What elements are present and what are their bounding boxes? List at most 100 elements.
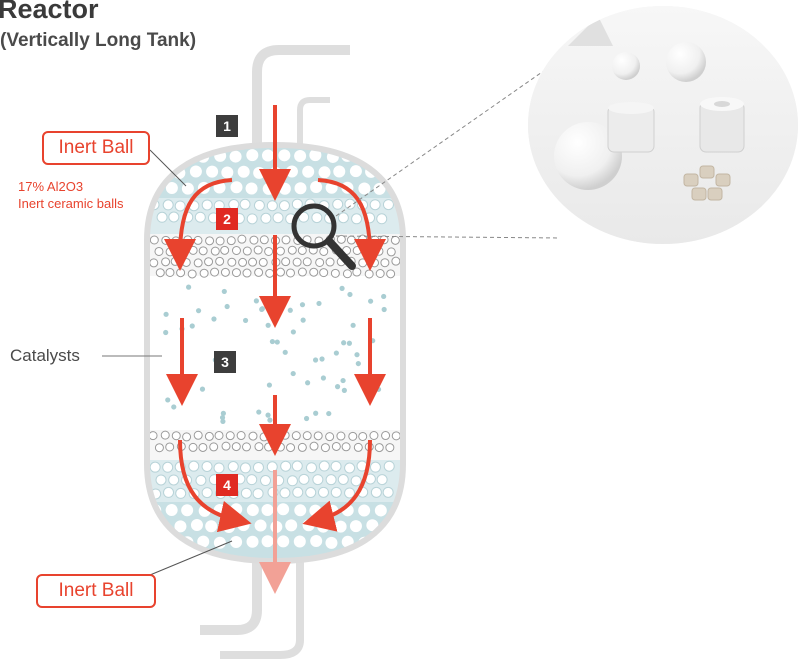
small-ceramic-ball [309, 441, 319, 451]
small-ceramic-ball [155, 268, 165, 278]
inert-ball [266, 461, 278, 473]
inert-ball [318, 166, 331, 179]
inert-ball [376, 474, 388, 486]
small-ceramic-ball [193, 235, 203, 245]
catalyst-particle [211, 316, 217, 322]
catalyst-particle [312, 357, 319, 363]
small-ceramic-ball [281, 257, 291, 267]
ceramic-balls-illustration [528, 6, 798, 244]
small-ceramic-ball [236, 431, 246, 441]
small-ceramic-ball [348, 431, 358, 441]
small-ceramic-ball [325, 432, 335, 442]
small-ceramic-ball [193, 430, 203, 440]
small-ceramic-ball [370, 235, 380, 245]
inert-ball [174, 520, 187, 533]
small-ceramic-ball [254, 442, 264, 452]
catalyst-particle [180, 389, 186, 396]
inert-ball [213, 536, 226, 549]
small-ceramic-ball [292, 257, 302, 267]
inert-ball [168, 211, 180, 223]
small-ceramic-ball [259, 432, 269, 442]
small-ceramic-ball [309, 267, 319, 277]
small-ceramic-ball [286, 443, 296, 453]
small-ceramic-ball [225, 431, 235, 441]
catalyst-particle [326, 410, 332, 417]
catalyst-particle [303, 415, 310, 422]
inert-ball [190, 519, 203, 532]
inert-ball [309, 504, 322, 517]
catalyst-particle [347, 291, 353, 298]
inert-ball [201, 199, 213, 211]
catalyst-particle [266, 382, 273, 388]
catalyst-particle [265, 412, 271, 418]
catalyst-particle [163, 329, 169, 336]
inert-ball [165, 149, 178, 162]
small-ceramic-ball [386, 269, 396, 279]
small-ceramic-ball [210, 246, 220, 256]
inert-ball [252, 488, 264, 500]
inert-ball [227, 460, 239, 472]
inert-ball [253, 166, 266, 179]
inert-ball-note-line1: 17% Al2O3 [18, 179, 84, 194]
small-ceramic-ball [297, 442, 307, 452]
inert-ball [245, 182, 258, 195]
catalysts-label: Catalysts [10, 346, 80, 365]
inert-ball [337, 212, 349, 224]
inert-ball [312, 474, 324, 486]
inert-ball [350, 475, 362, 487]
small-ceramic-ball [313, 431, 323, 441]
inert-ball [294, 182, 307, 195]
inert-ball [302, 519, 315, 532]
small-ceramic-ball [391, 256, 400, 266]
small-ceramic-ball [381, 431, 391, 441]
top-inert-leader [149, 149, 187, 187]
catalyst-particle [163, 311, 169, 317]
catalyst-particle [221, 288, 227, 295]
catalyst-particle [189, 323, 195, 329]
inert-ball [246, 474, 258, 486]
inert-ball [260, 475, 272, 487]
inert-ball [286, 475, 298, 487]
small-ceramic-ball [386, 247, 396, 257]
inert-ball [262, 182, 275, 195]
inert-ball [334, 520, 347, 533]
small-ceramic-ball [188, 245, 198, 255]
small-ceramic-ball [302, 431, 312, 441]
small-ceramic-ball [237, 234, 247, 244]
catalyst-particle [224, 303, 230, 310]
inert-ball [221, 166, 234, 179]
catalyst-particle [341, 340, 347, 346]
small-ceramic-ball [315, 257, 325, 267]
inert-ball [325, 474, 337, 486]
inert-ball [230, 536, 243, 549]
small-ceramic-ball [380, 258, 390, 268]
inert-ball [240, 487, 252, 499]
small-ceramic-ball [165, 442, 175, 452]
catalyst-particle [256, 409, 262, 415]
inert-ball [261, 535, 274, 548]
small-ceramic-ball [209, 442, 219, 452]
inert-ball [246, 535, 259, 548]
inert-ball [382, 486, 394, 498]
inert-ball [366, 519, 379, 532]
inert-ball [369, 199, 381, 211]
catalyst-particle [265, 322, 271, 328]
inert-ball [155, 474, 167, 486]
small-ceramic-ball [330, 268, 340, 278]
catalyst-particle [242, 317, 249, 324]
catalyst-particle [346, 340, 353, 346]
zoom-leader-lower [335, 235, 561, 239]
catalyst-particle [313, 410, 319, 416]
catalyst-particle [267, 417, 273, 423]
small-ceramic-ball [154, 443, 164, 453]
small-ceramic-ball [161, 235, 171, 245]
inert-ball [349, 520, 362, 533]
small-ceramic-ball [254, 267, 264, 277]
small-ceramic-ball [336, 431, 346, 441]
small-ceramic-ball [391, 431, 400, 441]
small-ceramic-ball [248, 257, 258, 267]
small-ceramic-ball [231, 268, 241, 278]
catalyst-particle [220, 410, 226, 416]
inert-ball [351, 213, 363, 225]
bottom-inert-ball-label: Inert Ball [58, 580, 134, 601]
